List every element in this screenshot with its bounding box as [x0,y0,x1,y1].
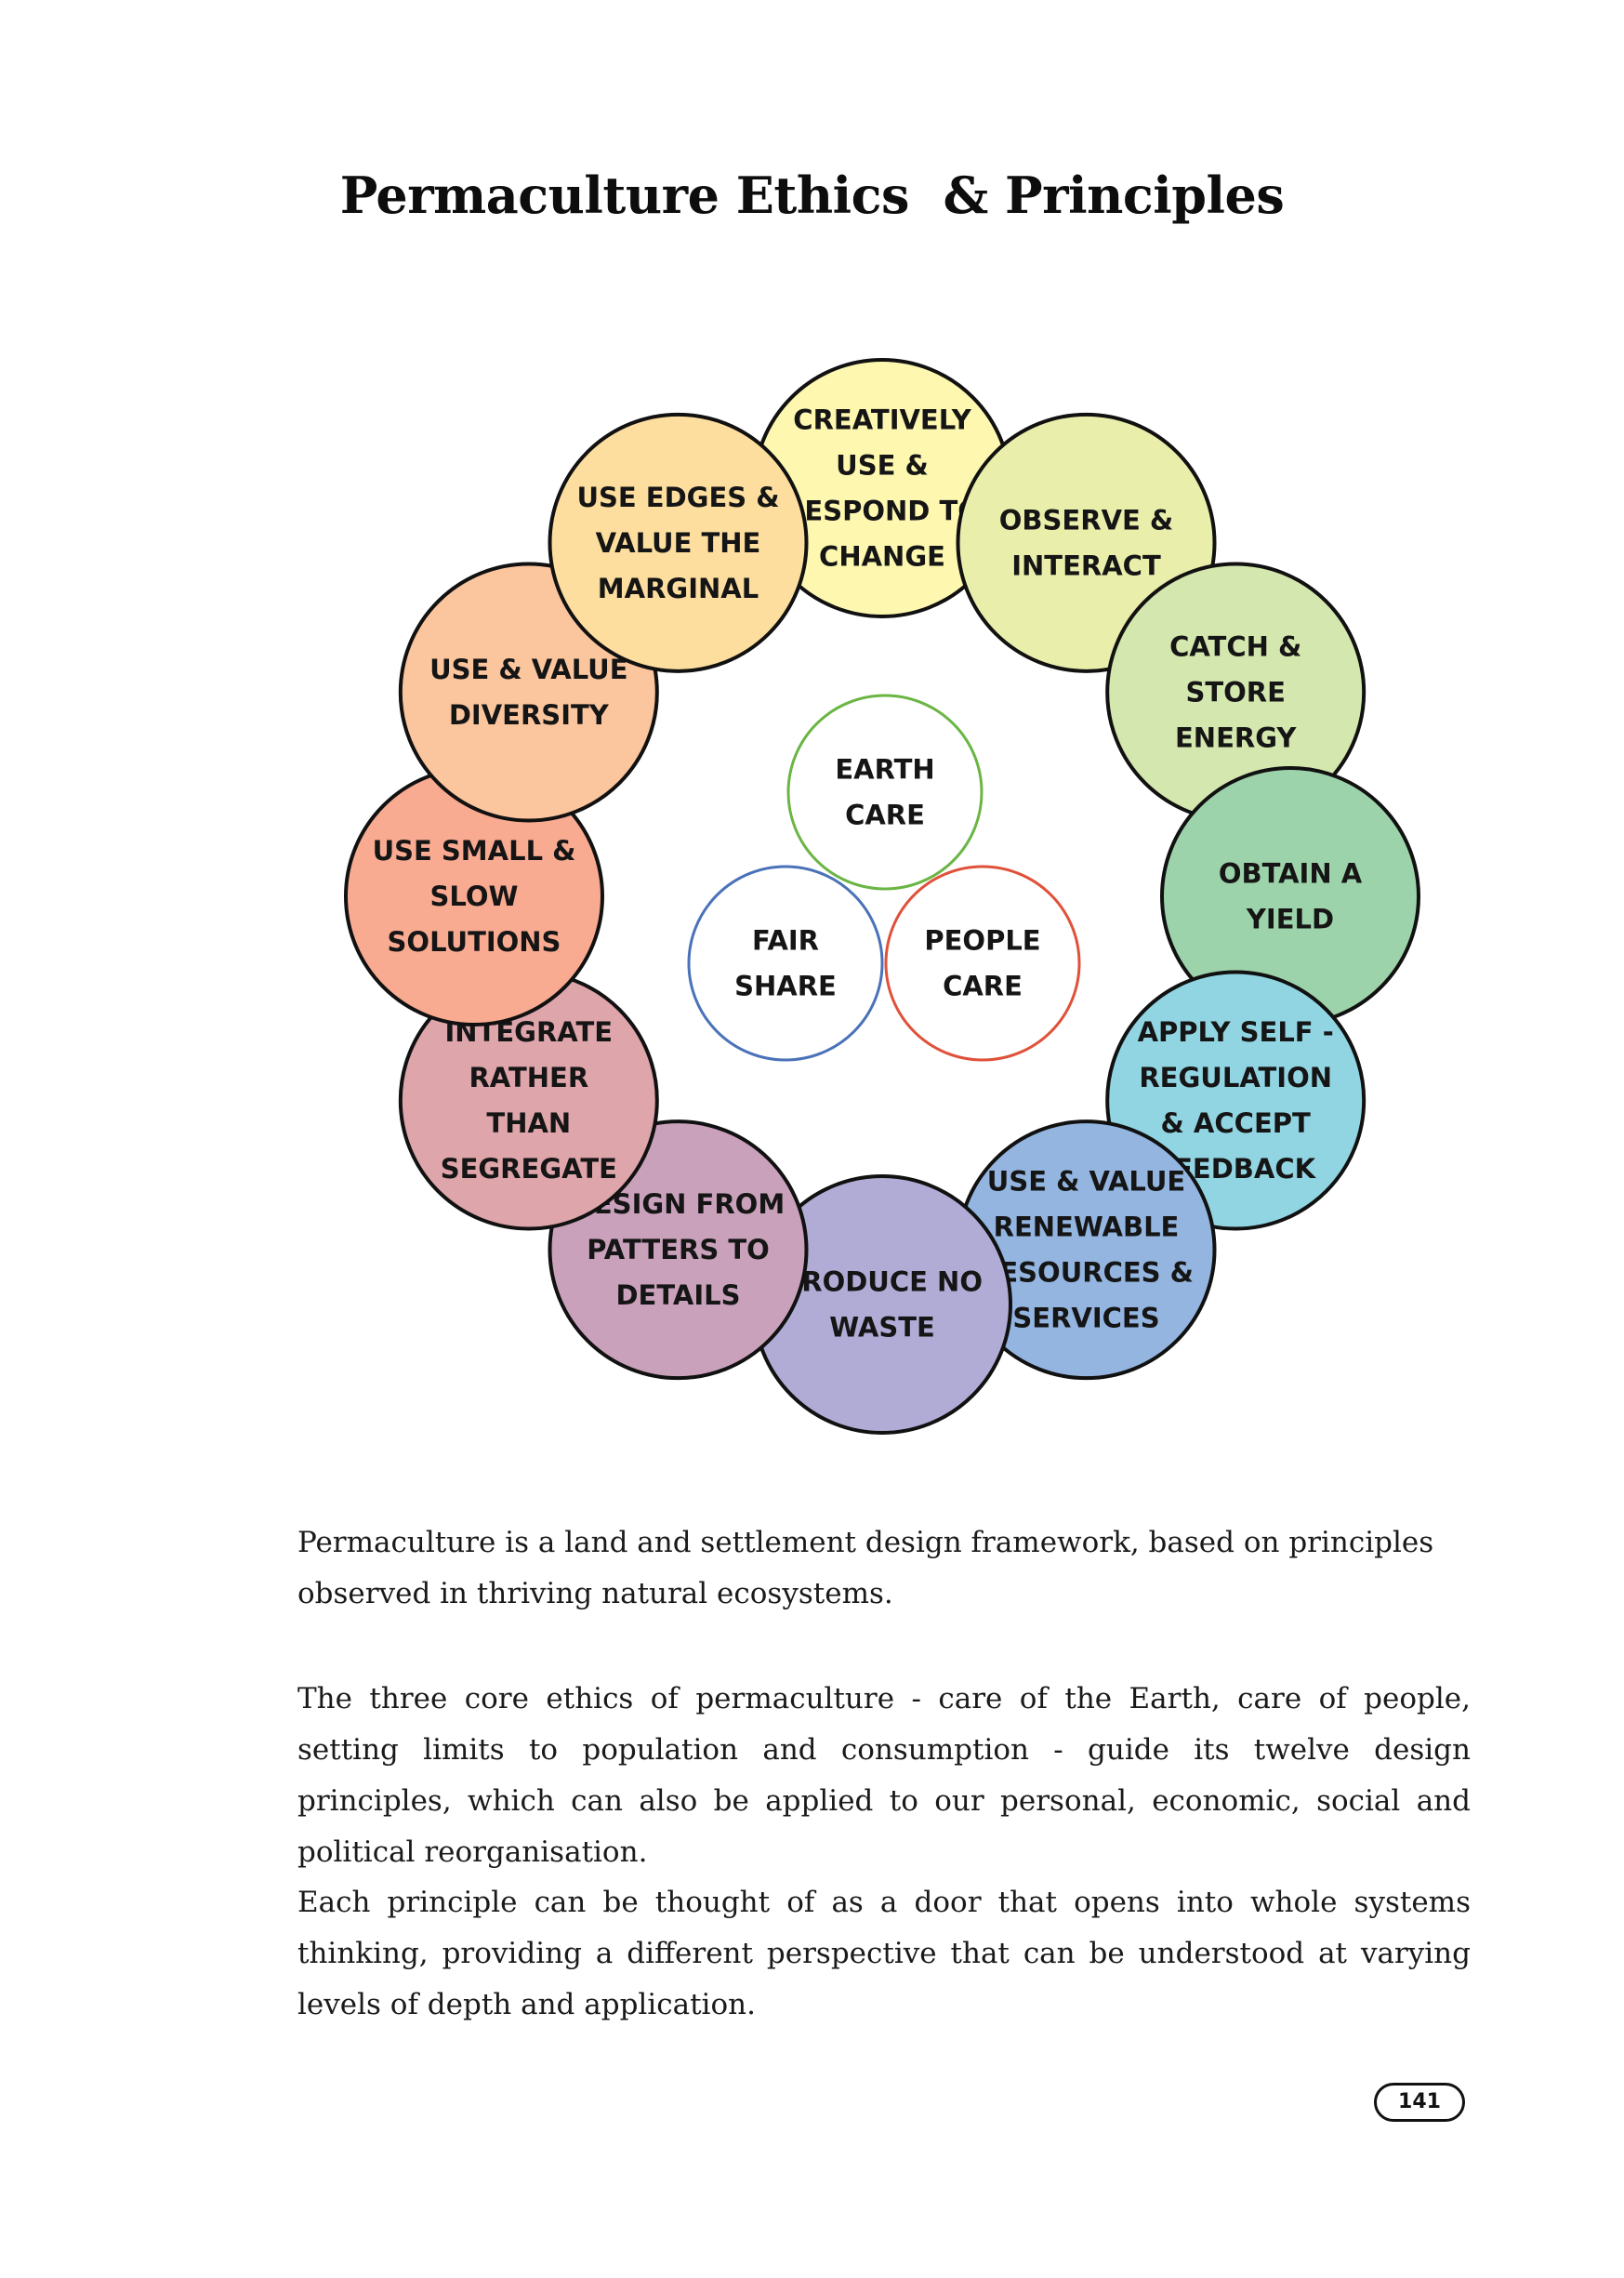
ethic-circle [884,865,1081,1062]
principle-label-line: STORE [1185,677,1285,709]
principle-label-line: USE EDGES & [576,482,779,513]
principle-label-line: RENEWABLE [994,1212,1180,1243]
principle-label-line: PRODUCE NO [782,1266,983,1298]
principle-label-line: CATCH & [1169,631,1301,663]
principle-label-line: OBSERVE & [999,504,1173,536]
principle-label-line: RESOURCES & [979,1257,1194,1289]
principle-label-line: USE & VALUE [987,1166,1185,1198]
principle-label-line: CHANGE [819,541,945,573]
principle-label-line: CREATIVELY [793,404,971,436]
principle-label-line: RATHER [469,1062,588,1093]
principles-ring: CREATIVELY USE & RESPOND TO CHANGE OBSERVE &… [344,358,1420,1435]
principle-label-line: USE & VALUE [429,654,627,685]
page-number-badge: 141 [1374,2083,1465,2122]
ethic-label-line: FAIR [752,925,819,957]
principle-use-edges-value-marginal: USE EDGES & VALUE THE MARGINAL [548,412,809,673]
ethics-paragraph: The three core ethics of permaculture - … [297,1682,1471,1869]
principle-obtain-a-yield: OBTAIN A YIELD [1160,766,1420,1026]
principle-label-line: DIVERSITY [449,699,610,731]
intro-paragraph: Permaculture is a land and settlement de… [297,1526,1434,1610]
principle-label-line: WASTE [829,1312,935,1344]
ethic-label-line: PEOPLE [924,925,1040,957]
principle-label-line: SERVICES [1012,1303,1159,1334]
principle-label-line: & ACCEPT [1161,1107,1311,1139]
ethic-label-line: CARE [943,971,1023,1002]
principle-label-line: SLOW [430,881,519,912]
principle-use-value-renewable-resources: USE & VALUE RENEWABLE RESOURCES & SERVICES [956,1119,1217,1381]
principle-label-line: ENERGY [1175,722,1297,754]
ethic-fair-share: FAIR SHARE [687,865,884,1062]
principle-label-line: VALUE THE [596,527,761,559]
principle-use-small-slow-solutions: USE SMALL & SLOW SOLUTIONS [344,766,604,1026]
ethic-label-line: SHARE [734,971,837,1002]
principle-label-line: MARGINAL [598,573,759,604]
principle-label-line: YIELD [1246,904,1334,935]
principle-use-value-diversity: USE & VALUE DIVERSITY [398,562,659,823]
principle-label-line: RESPOND TO [784,496,981,527]
principle-label-line: SOLUTIONS [388,926,561,958]
principle-label-line: USE & [836,450,929,482]
principle-label-line: SEGREGATE [441,1153,617,1185]
principle-label-line: DETAILS [615,1279,740,1311]
principle-label-line: INTERACT [1011,550,1161,581]
principle-label-line: APPLY SELF - [1138,1016,1334,1048]
ethic-label-line: EARTH [835,754,934,786]
ethic-earth-care: EARTH CARE [786,694,984,891]
ethic-circle [687,865,884,1062]
principle-label-line: PATTERS TO [587,1234,770,1265]
principles-paragraph: Each principle can be thought of as a do… [297,1886,1471,2021]
principle-label-line: THAN [486,1107,571,1139]
principle-label-line: REGULATION [1139,1062,1332,1093]
page-title: Permaculture Ethics & Principles [339,166,1285,225]
principle-label-line: OBTAIN A [1219,858,1363,890]
ethic-people-care: PEOPLE CARE [884,865,1081,1062]
principle-label-line: USE SMALL & [373,835,576,867]
principle-circle [548,412,809,673]
ethic-label-line: CARE [845,800,925,831]
ethic-circle [786,694,984,891]
permaculture-principles-diagram: CREATIVELY USE & RESPOND TO CHANGE OBSERVE &… [344,358,1420,1435]
ethics-cluster: EARTH CARE FAIR SHARE PEOPLE CARE [687,694,1081,1062]
